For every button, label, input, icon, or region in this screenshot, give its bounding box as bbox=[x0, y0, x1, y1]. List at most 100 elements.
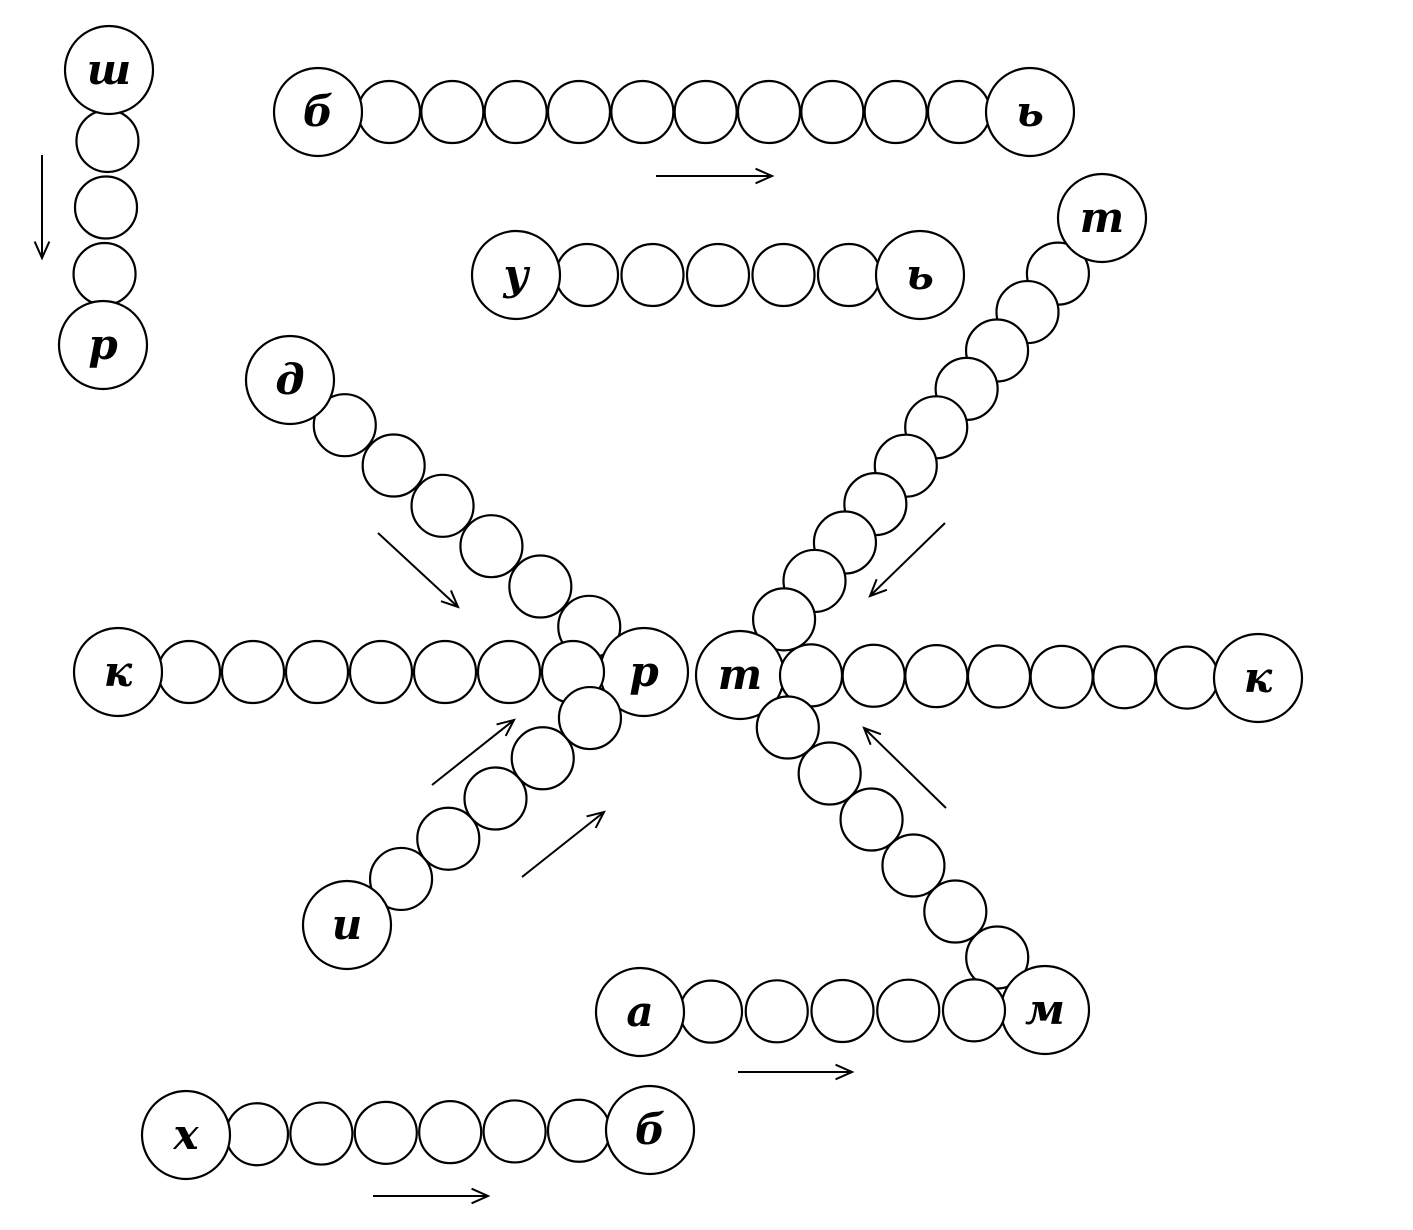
direction-arrow-icon bbox=[738, 1063, 855, 1081]
letter-cell bbox=[63, 24, 155, 116]
chain-cell bbox=[554, 242, 620, 308]
chain-cell bbox=[483, 79, 548, 145]
chain-cell bbox=[348, 639, 414, 705]
chain-cell bbox=[546, 1098, 612, 1163]
chain-cell bbox=[418, 1100, 483, 1165]
letter-cell bbox=[594, 966, 686, 1058]
chain-cell bbox=[220, 639, 286, 705]
chain-cell bbox=[876, 978, 941, 1043]
chain-cell bbox=[678, 979, 744, 1044]
chain-cell bbox=[751, 587, 817, 652]
letter-cell bbox=[1056, 172, 1148, 264]
chain-cell bbox=[1029, 644, 1094, 709]
chain-cell bbox=[685, 242, 751, 308]
chain-cell bbox=[353, 1100, 418, 1165]
chain-cell bbox=[482, 1099, 547, 1164]
chain-letter: а bbox=[626, 987, 653, 1036]
cells-layer bbox=[57, 24, 1304, 1181]
letter-cell bbox=[140, 1089, 232, 1181]
chain-cell bbox=[751, 242, 816, 308]
chain-cell bbox=[863, 79, 928, 145]
chain-cell bbox=[926, 79, 992, 145]
chain-cell bbox=[289, 1101, 354, 1166]
chain-letter: б bbox=[303, 87, 333, 136]
letter-cell bbox=[874, 229, 966, 321]
direction-arrow-icon bbox=[33, 155, 51, 261]
chain-cell bbox=[800, 79, 865, 145]
chain-cell bbox=[1154, 645, 1220, 710]
direction-arrow-icon bbox=[431, 718, 516, 786]
chain-cell bbox=[904, 644, 969, 709]
chain-cell bbox=[224, 1102, 290, 1167]
chain-cell bbox=[966, 644, 1032, 709]
chain-cell bbox=[1092, 645, 1157, 710]
chain-cell bbox=[73, 175, 139, 240]
letter-cell bbox=[301, 879, 393, 971]
chain-cell bbox=[810, 978, 875, 1044]
chain-cell bbox=[476, 639, 542, 705]
chain-letter: т bbox=[1080, 193, 1124, 242]
chain-cell bbox=[463, 766, 528, 831]
chain-cell bbox=[923, 879, 988, 944]
chain-cell bbox=[557, 685, 623, 751]
direction-arrow-icon bbox=[656, 167, 775, 185]
chain-cell bbox=[839, 787, 904, 852]
chain-cell bbox=[546, 79, 612, 145]
chain-cell bbox=[841, 643, 906, 708]
letter-cell bbox=[604, 1084, 696, 1176]
chain-letter: у bbox=[502, 250, 530, 299]
chain-cell bbox=[416, 806, 481, 871]
letter-cell bbox=[244, 334, 336, 426]
direction-arrow-icon bbox=[868, 522, 946, 598]
chain-letter: м bbox=[1025, 985, 1065, 1034]
chain-letter: х bbox=[172, 1110, 199, 1159]
chain-cell bbox=[736, 79, 802, 145]
chain-cell bbox=[459, 514, 524, 579]
chain-cell bbox=[412, 639, 478, 705]
direction-arrow-icon bbox=[377, 532, 460, 609]
chain-cell bbox=[508, 554, 573, 619]
chain-letter: д bbox=[275, 355, 304, 404]
chain-letter: р bbox=[88, 320, 117, 369]
chain-cell bbox=[361, 433, 426, 498]
chain-cell bbox=[620, 242, 685, 308]
chain-cell bbox=[356, 79, 422, 145]
chain-letter: ь bbox=[906, 250, 934, 299]
chain-letter: и bbox=[332, 900, 363, 949]
chain-cell bbox=[816, 242, 882, 308]
chain-letter: ь bbox=[1016, 87, 1044, 136]
chain-cell bbox=[881, 833, 946, 898]
letters-layer: ш р б ь у ь д р т т к к и м а х б bbox=[87, 45, 1273, 1159]
letter-cell bbox=[72, 626, 164, 718]
chain-cell bbox=[368, 846, 434, 912]
direction-arrow-icon bbox=[521, 810, 606, 878]
chain-cell bbox=[75, 108, 140, 174]
chain-cell bbox=[284, 639, 350, 705]
direction-arrow-icon bbox=[862, 726, 947, 809]
chain-letter: к bbox=[104, 647, 133, 696]
letter-cell bbox=[984, 66, 1076, 158]
chain-cell bbox=[673, 79, 738, 145]
chain-cell bbox=[755, 695, 820, 760]
chain-cell bbox=[941, 978, 1007, 1043]
letter-cell bbox=[1212, 632, 1304, 724]
arrows-layer bbox=[33, 155, 947, 1205]
letter-cell bbox=[272, 66, 364, 158]
chain-cell bbox=[410, 473, 475, 538]
chain-cell bbox=[420, 79, 485, 145]
letter-cell bbox=[470, 229, 562, 321]
chain-letter: ш bbox=[87, 45, 131, 94]
chain-letter: т bbox=[718, 650, 762, 699]
direction-arrow-icon bbox=[373, 1187, 491, 1205]
chain-cell bbox=[797, 741, 862, 806]
chain-letter: б bbox=[635, 1105, 665, 1154]
chain-cell bbox=[312, 393, 377, 458]
chain-letter: к bbox=[1244, 653, 1273, 702]
chain-cell bbox=[156, 639, 222, 705]
letter-cell bbox=[57, 299, 149, 391]
chain-letter: р bbox=[629, 647, 658, 696]
chain-cell bbox=[72, 241, 137, 307]
chain-cell bbox=[510, 726, 575, 791]
chain-cell bbox=[610, 79, 675, 145]
